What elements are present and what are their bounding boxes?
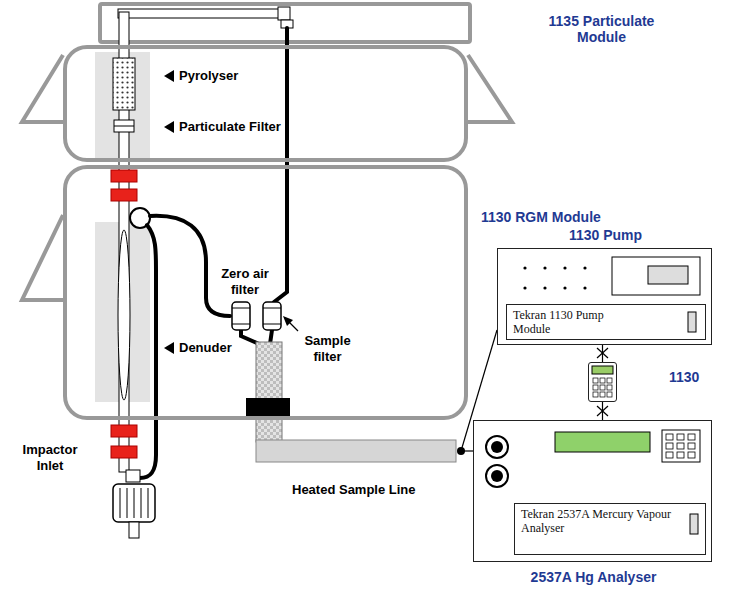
filter-symbol xyxy=(232,324,250,325)
text-slot: 1135 Particulate Module xyxy=(539,13,664,45)
label-slot: Pyrolyser xyxy=(179,68,238,84)
impactor-body xyxy=(113,484,155,522)
power-switch xyxy=(688,312,696,332)
part-label: Pyrolyser xyxy=(179,68,238,84)
label-slot: Heated Sample Line xyxy=(292,482,416,498)
label-slot: Denuder xyxy=(179,340,232,356)
unit-label: 1130 xyxy=(669,369,719,385)
remote-keys xyxy=(593,378,612,397)
unit-label: 2537A Hg Analyser xyxy=(474,569,713,585)
unit-label: 1135 Particulate Module xyxy=(539,13,664,45)
label-slot: Particulate Filter xyxy=(179,119,281,135)
text-slot: 1130 Pump xyxy=(498,227,713,243)
filter-symbol xyxy=(232,308,250,309)
impactor-tip xyxy=(129,522,139,538)
pyrolyser-tube xyxy=(113,58,135,110)
knob xyxy=(491,441,503,453)
cable-break xyxy=(597,348,608,416)
heated-line xyxy=(256,440,456,462)
pointer-arrow xyxy=(164,121,174,133)
mount-bracket xyxy=(22,55,63,122)
part-label: Denuder xyxy=(179,340,232,356)
part-label: Zero air filter xyxy=(214,266,276,298)
label-slot: Sample filter xyxy=(300,333,355,365)
transfer-tube xyxy=(118,9,286,18)
part-label: Heated Sample Line xyxy=(292,482,416,498)
mount-bracket xyxy=(468,55,512,122)
front-panel: Tekran 2537A Mercury Vapour Analyser xyxy=(514,503,706,555)
pump-display xyxy=(612,257,700,295)
knob xyxy=(486,465,508,487)
denuder-tube xyxy=(118,230,130,400)
pointer-arrow xyxy=(164,70,174,82)
analyser-keypad xyxy=(662,430,700,462)
filter-symbol xyxy=(263,324,281,325)
part-label: Impactor Inlet xyxy=(14,442,86,474)
label-slot: Impactor Inlet xyxy=(14,442,86,474)
panel-dots xyxy=(523,266,586,289)
panel-text: Tekran 1130 Pump Module xyxy=(513,308,623,336)
front-panel: Tekran 1130 Pump Module xyxy=(506,304,706,340)
pointer-arrow xyxy=(283,316,293,326)
inlet-fitting xyxy=(126,470,140,482)
unit-label: 1130 RGM Module xyxy=(481,209,641,225)
part-label: Sample filter xyxy=(300,333,355,365)
label-slot: Zero air filter xyxy=(214,266,276,298)
tube-clamp xyxy=(111,170,137,458)
instrument-box: Tekran 2537A Mercury Vapour Analyser2537… xyxy=(473,420,712,562)
text-slot: 2537A Hg Analyser xyxy=(474,569,713,585)
impactor-ribs xyxy=(120,488,148,518)
remote-display xyxy=(592,366,613,374)
module-housing: 1130 RGM Module xyxy=(63,165,468,420)
filter-holder xyxy=(114,126,134,127)
wire xyxy=(461,450,473,451)
tube-fitting xyxy=(278,7,290,20)
knob xyxy=(491,470,503,482)
knob xyxy=(486,436,508,458)
remote-keypad: 1130 xyxy=(588,362,617,402)
text-slot: 1130 xyxy=(669,369,719,385)
text-slot: 1130 RGM Module xyxy=(481,209,641,225)
filter-symbol xyxy=(263,308,281,309)
analyser-display xyxy=(555,432,650,452)
module-housing: 1135 Particulate Module xyxy=(63,45,468,162)
mount-bracket xyxy=(22,215,63,300)
panel-text: Tekran 2537A Mercury Vapour Analyser xyxy=(521,507,671,535)
line-connector xyxy=(256,342,282,442)
part-label: Particulate Filter xyxy=(179,119,281,135)
heated-zone xyxy=(95,222,150,402)
keypad-keys xyxy=(666,434,695,458)
leader-line xyxy=(289,322,298,331)
power-switch xyxy=(690,514,698,534)
unit-label: 1130 Pump xyxy=(498,227,713,243)
filter-symbol xyxy=(263,302,281,330)
pump-display xyxy=(648,266,688,284)
filter-symbol xyxy=(232,302,250,330)
filter-holder xyxy=(114,120,134,132)
instrument-box: 1130 PumpTekran 1130 Pump Module xyxy=(497,248,712,345)
pointer-arrow xyxy=(164,342,174,354)
